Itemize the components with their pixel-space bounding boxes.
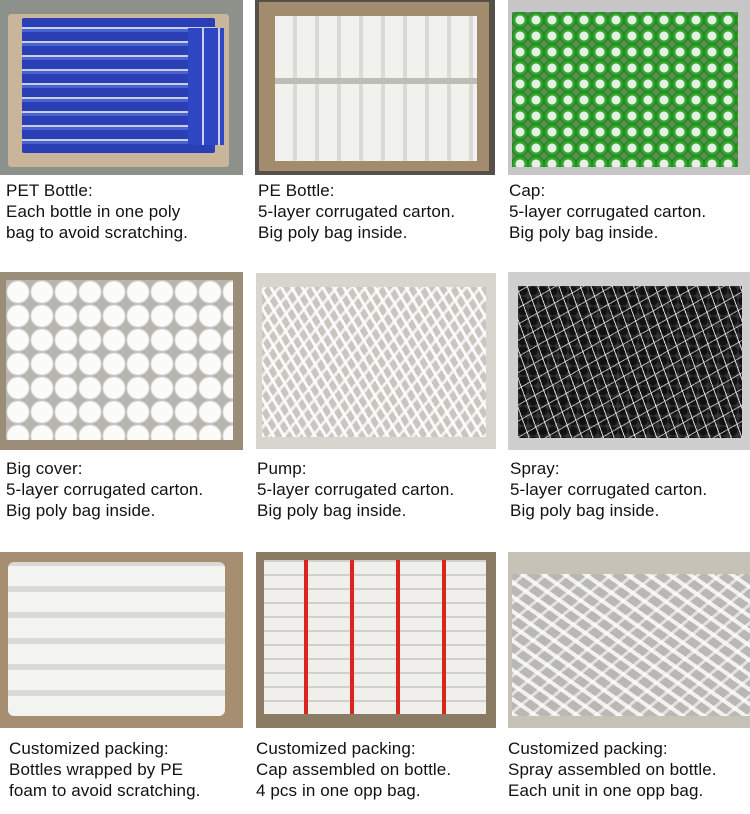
custom-cap-assembled-caption: Customized packing: Cap assembled on bot…: [256, 738, 451, 801]
caption-line: Each bottle in one poly: [6, 202, 181, 221]
caption-line: Spray assembled on bottle.: [508, 760, 717, 779]
pump-photo: [256, 273, 496, 449]
caption-title: Customized packing:: [508, 739, 668, 758]
big-cover-photo: [0, 272, 243, 450]
caption-title: Customized packing:: [9, 739, 169, 758]
caption-line: foam to avoid scratching.: [9, 781, 201, 800]
caption-line: bag to avoid scratching.: [6, 223, 188, 242]
custom-spray-assembled-caption: Customized packing: Spray assembled on b…: [508, 738, 717, 801]
caption-title: Pump:: [257, 459, 307, 478]
caption-title: Cap:: [509, 181, 546, 200]
caption-title: PE Bottle:: [258, 181, 335, 200]
caption-line: 4 pcs in one opp bag.: [256, 781, 421, 800]
caption-line: 5-layer corrugated carton.: [509, 202, 707, 221]
cap-photo: [508, 0, 750, 175]
caption-title: Customized packing:: [256, 739, 416, 758]
caption-line: Big poly bag inside.: [509, 223, 659, 242]
cap-caption: Cap: 5-layer corrugated carton. Big poly…: [509, 180, 706, 243]
pet-bottle-photo: [0, 0, 243, 175]
caption-line: Bottles wrapped by PE: [9, 760, 184, 779]
caption-line: Each unit in one opp bag.: [508, 781, 704, 800]
pet-bottle-caption: PET Bottle: Each bottle in one poly bag …: [6, 180, 188, 243]
custom-foam-photo: [0, 552, 243, 728]
caption-line: Cap assembled on bottle.: [256, 760, 452, 779]
caption-line: 5-layer corrugated carton.: [6, 480, 204, 499]
caption-title: Big cover:: [6, 459, 83, 478]
pe-bottle-caption: PE Bottle: 5-layer corrugated carton. Bi…: [258, 180, 455, 243]
caption-line: Big poly bag inside.: [510, 501, 660, 520]
custom-cap-assembled-photo: [256, 552, 496, 728]
spray-caption: Spray: 5-layer corrugated carton. Big po…: [510, 458, 707, 521]
caption-title: PET Bottle:: [6, 181, 93, 200]
caption-line: Big poly bag inside.: [257, 501, 407, 520]
big-cover-caption: Big cover: 5-layer corrugated carton. Bi…: [6, 458, 203, 521]
caption-line: 5-layer corrugated carton.: [257, 480, 455, 499]
caption-line: 5-layer corrugated carton.: [510, 480, 708, 499]
custom-spray-assembled-photo: [508, 552, 750, 728]
caption-line: 5-layer corrugated carton.: [258, 202, 456, 221]
pump-caption: Pump: 5-layer corrugated carton. Big pol…: [257, 458, 454, 521]
caption-title: Spray:: [510, 459, 560, 478]
spray-photo: [508, 272, 750, 450]
caption-line: Big poly bag inside.: [258, 223, 408, 242]
caption-line: Big poly bag inside.: [6, 501, 156, 520]
pe-bottle-photo: [255, 0, 495, 175]
custom-foam-caption: Customized packing: Bottles wrapped by P…: [9, 738, 200, 801]
